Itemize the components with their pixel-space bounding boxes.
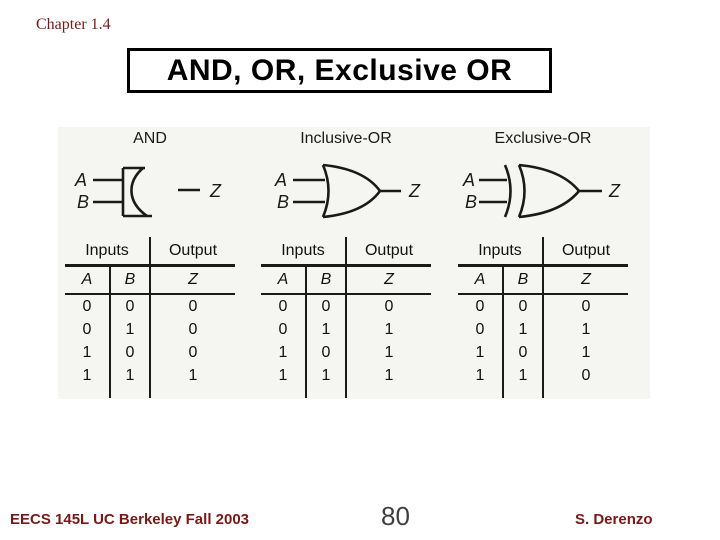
truth-table-cell: 0 [149, 341, 235, 364]
truth-table-cell: 0 [82, 320, 92, 338]
gate-section-and: AND A B Z Inputs Output A B Z 0 0 0 0 1 … [60, 127, 240, 398]
column-header-z: Z [345, 264, 431, 295]
logic-gates-figure: AND A B Z Inputs Output A B Z 0 0 0 0 1 … [58, 127, 650, 399]
truth-table-cell: 1 [475, 343, 485, 361]
footer-author-label: S. Derenzo [575, 511, 653, 528]
truth-table-cell: 0 [502, 341, 542, 364]
column-header-b: B [305, 264, 345, 295]
table-header-inputs: Inputs [281, 241, 325, 259]
truth-table-cell: 0 [475, 320, 485, 338]
truth-table-cell: 1 [109, 364, 149, 387]
input-b-label: B [465, 192, 477, 212]
truth-table-cell: 1 [82, 343, 92, 361]
footer-course-label: EECS 145L UC Berkeley Fall 2003 [10, 511, 250, 528]
column-header-b: B [502, 264, 542, 295]
gate-top-curve [322, 163, 381, 192]
gate-top-curve [518, 163, 580, 192]
truth-table-cell: 1 [109, 318, 149, 341]
gate-bottom-curve [322, 190, 381, 219]
slide-title-box: AND, OR, Exclusive OR [127, 48, 552, 93]
column-header-a: A [65, 264, 109, 295]
truth-table-cell: 0 [109, 295, 149, 318]
truth-table-cell: 0 [278, 320, 288, 338]
input-b-label: B [77, 192, 89, 212]
column-header-a: A [458, 264, 502, 295]
gate-back-curve [321, 164, 330, 218]
slide-title: AND, OR, Exclusive OR [166, 53, 513, 87]
truth-table-cell: 0 [475, 297, 485, 315]
truth-table-cell: 1 [305, 318, 345, 341]
gate-section-or: Inclusive-OR A B Z Inputs Output A B Z 0… [256, 127, 436, 398]
truth-table-or: Inputs Output A B Z 0 0 0 0 1 1 1 0 1 1 … [261, 237, 431, 398]
truth-table-cell: 1 [305, 364, 345, 387]
truth-table-cell: 0 [149, 318, 235, 341]
truth-table-cell: 0 [345, 295, 431, 318]
truth-table-and: Inputs Output A B Z 0 0 0 0 1 0 1 0 0 1 … [65, 237, 235, 398]
chapter-label: Chapter 1.4 [36, 16, 111, 33]
truth-table-cell: 0 [305, 295, 345, 318]
table-header-output: Output [542, 237, 628, 264]
truth-table-xor: Inputs Output A B Z 0 0 0 0 1 1 1 0 1 1 … [458, 237, 628, 398]
truth-table-cell: 1 [149, 364, 235, 387]
truth-table-cell: 1 [82, 366, 92, 384]
gate-bottom-curve [518, 190, 580, 219]
gate-label-and: AND [133, 130, 167, 147]
table-header-inputs: Inputs [85, 241, 129, 259]
gate-back-curve [517, 164, 526, 218]
column-header-b: B [109, 264, 149, 295]
or-gate-symbol: A B Z [274, 163, 421, 219]
truth-table-cell: 1 [502, 318, 542, 341]
gate-label-xor: Exclusive-OR [494, 130, 592, 147]
gate-curve [129, 167, 148, 218]
output-z-label: Z [408, 181, 421, 201]
truth-table-cell: 0 [109, 341, 149, 364]
table-header-inputs: Inputs [478, 241, 522, 259]
truth-table-cell: 1 [542, 341, 628, 364]
xor-extra-curve [503, 164, 512, 218]
truth-table-cell: 1 [502, 364, 542, 387]
xor-gate-symbol: A B Z [462, 163, 621, 219]
truth-table-cell: 0 [82, 297, 92, 315]
truth-table-cell: 0 [149, 295, 235, 318]
truth-table-cell: 1 [278, 366, 288, 384]
truth-table-cell: 1 [278, 343, 288, 361]
output-z-label: Z [608, 181, 621, 201]
gate-label-or: Inclusive-OR [300, 130, 392, 147]
truth-table-cell: 0 [542, 364, 628, 387]
table-header-output: Output [149, 237, 235, 264]
and-gate-symbol: A B Z [74, 166, 222, 218]
column-header-a: A [261, 264, 305, 295]
input-a-label: A [74, 170, 87, 190]
truth-table-cell: 1 [345, 341, 431, 364]
column-header-z: Z [542, 264, 628, 295]
footer-page-number: 80 [381, 501, 410, 531]
truth-table-cell: 0 [305, 341, 345, 364]
gate-section-xor: Exclusive-OR A B Z Inputs Output A B Z 0… [448, 127, 638, 398]
truth-table-cell: 0 [502, 295, 542, 318]
input-a-label: A [462, 170, 475, 190]
column-header-z: Z [149, 264, 235, 295]
truth-table-cell: 0 [278, 297, 288, 315]
truth-table-cell: 1 [475, 366, 485, 384]
truth-table-cell: 1 [542, 318, 628, 341]
truth-table-cell: 1 [345, 318, 431, 341]
output-z-label: Z [209, 181, 222, 201]
table-header-output: Output [345, 237, 431, 264]
truth-table-cell: 1 [345, 364, 431, 387]
input-a-label: A [274, 170, 287, 190]
input-b-label: B [277, 192, 289, 212]
truth-table-cell: 0 [542, 295, 628, 318]
